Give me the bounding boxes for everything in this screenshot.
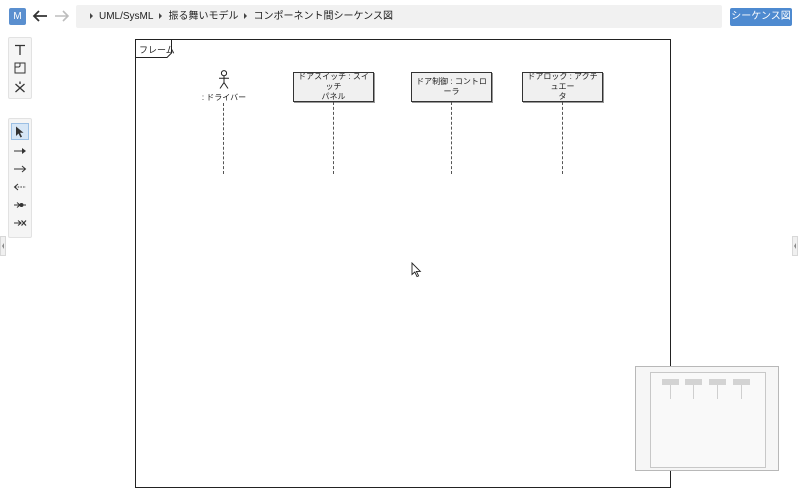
minimap-viewport[interactable]	[650, 372, 766, 468]
lifeline-label: ドアスイッチ : スイッチ パネル	[295, 72, 372, 102]
delete-tool[interactable]	[11, 78, 29, 95]
lifeline-label-line: タ	[558, 92, 567, 101]
async-message-icon	[14, 165, 27, 172]
chevron-left-icon	[794, 243, 796, 249]
reply-message-icon	[13, 183, 26, 190]
reply-message-tool[interactable]	[11, 178, 29, 195]
lifeline-label-line: ドアロック : アクチュエー	[527, 72, 598, 91]
lifeline-door-lock[interactable]: ドアロック : アクチュエー タ	[522, 72, 603, 102]
destroy-icon	[15, 81, 25, 92]
lost-message-icon	[14, 219, 27, 226]
minimap-lifeline-line	[670, 385, 671, 399]
breadcrumb-separator-icon	[159, 12, 163, 19]
top-bar: M UML/SysML 振る舞いモデル コンポーネント間シーケンス図 シーケンス図	[0, 0, 798, 33]
lifeline-label-line: ドア制御 : コントローラ	[416, 77, 487, 96]
mouse-cursor-icon	[411, 262, 422, 278]
lifeline-icon	[15, 44, 25, 55]
breadcrumb-separator-icon	[90, 12, 93, 19]
breadcrumb: UML/SysML 振る舞いモデル コンポーネント間シーケンス図	[76, 5, 722, 28]
lifeline-line	[451, 102, 452, 174]
select-tool[interactable]	[11, 123, 29, 140]
actor-lifeline	[223, 103, 224, 174]
frame-icon	[14, 62, 26, 73]
frame-label: フレーム	[139, 45, 175, 55]
minimap-lifeline-line	[741, 385, 742, 399]
left-panel-toggle[interactable]	[0, 236, 6, 256]
lost-message-tool[interactable]	[11, 214, 29, 231]
lifeline-label-line: パネル	[321, 92, 346, 101]
arrow-left-icon	[32, 10, 47, 22]
lifeline-label: ドア制御 : コントローラ	[413, 77, 490, 97]
lifeline-door-switch[interactable]: ドアスイッチ : スイッチ パネル	[293, 72, 374, 102]
chevron-left-icon	[2, 243, 4, 249]
lifeline-line	[333, 102, 334, 174]
sync-message-icon	[14, 147, 26, 154]
found-message-tool[interactable]	[11, 196, 29, 213]
async-message-tool[interactable]	[11, 160, 29, 177]
back-button[interactable]	[31, 6, 49, 26]
minimap-lifeline-line	[717, 385, 718, 399]
minimap-lifeline-line	[693, 385, 694, 399]
arrow-right-icon	[55, 10, 70, 22]
minimap-lifeline	[733, 379, 750, 385]
forward-button[interactable]	[53, 6, 71, 26]
sync-message-tool[interactable]	[11, 142, 29, 159]
lifeline-label: ドアロック : アクチュエー タ	[524, 72, 601, 102]
message-toolbar	[8, 118, 32, 238]
actor-label: : ドライバー	[201, 93, 247, 102]
minimap-lifeline	[709, 379, 726, 385]
lifeline-line	[562, 102, 563, 174]
element-toolbar	[8, 37, 32, 99]
minimap-lifeline	[685, 379, 702, 385]
breadcrumb-separator-icon	[244, 12, 248, 19]
minimap-lifeline	[662, 379, 679, 385]
model-badge[interactable]: M	[9, 8, 26, 25]
cursor-icon	[16, 126, 24, 137]
frame-label-tab	[136, 40, 172, 58]
minimap[interactable]	[635, 366, 779, 471]
breadcrumb-item-behavior-model[interactable]: 振る舞いモデル	[168, 11, 239, 22]
breadcrumb-item-sequence-diagram[interactable]: コンポーネント間シーケンス図	[253, 11, 393, 22]
breadcrumb-item-uml-sysml[interactable]: UML/SysML	[99, 11, 154, 22]
sequence-view-button[interactable]: シーケンス図	[730, 8, 792, 26]
actor-icon[interactable]	[217, 70, 231, 90]
lifeline-door-control[interactable]: ドア制御 : コントローラ	[411, 72, 492, 102]
found-message-icon	[14, 201, 26, 208]
lifeline-tool[interactable]	[11, 41, 29, 58]
frame-tool[interactable]	[11, 59, 29, 76]
right-panel-toggle[interactable]	[792, 236, 798, 256]
lifeline-label-line: ドアスイッチ : スイッチ	[298, 72, 369, 91]
diagram-frame[interactable]: フレーム	[135, 39, 671, 488]
